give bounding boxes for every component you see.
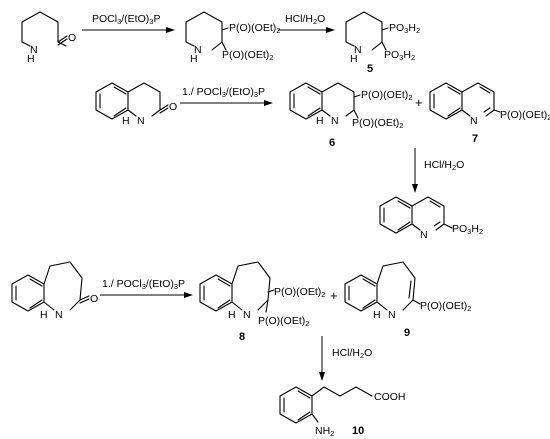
compound-10-structure: NH2 COOH 10 [279, 386, 406, 438]
h-label: H [316, 115, 324, 127]
reagent-2: HCl/H2O [285, 13, 325, 26]
reaction-arrow-2: HCl/H2O [278, 13, 335, 33]
h-label: H [40, 309, 48, 321]
p-oet2-label: P(O)(OEt)2 [229, 22, 280, 35]
po3h2-label: PO3H2 [452, 223, 483, 236]
piperidine-bisphosphonate-structure: N H P(O)(OEt)2 P(O)(OEt)2 [185, 11, 280, 65]
compound-number-10: 10 [352, 425, 364, 437]
compound-number-5: 5 [367, 63, 373, 75]
p-oet2-label: P(O)(OEt)2 [258, 315, 309, 328]
n-label: N [470, 115, 478, 127]
compound-8-structure: N H P(O)(OEt)2 P(O)(OEt)2 8 [199, 261, 325, 343]
h-label: H [190, 53, 198, 65]
o-label: O [90, 293, 98, 305]
n-label: N [420, 229, 428, 241]
dihydroquinolinone-structure: N H O [95, 82, 177, 127]
compound-5-structure: N H PO3H2 PO3H2 5 [345, 11, 420, 75]
reagent-4: HCl/H2O [424, 159, 464, 172]
reaction-arrow-4: HCl/H2O [412, 148, 464, 193]
po3h2-label: PO3H2 [389, 22, 420, 35]
reaction-arrow-5: 1./ POCl3/(EtO)3P [100, 278, 193, 298]
compound-9-structure: N H P(O)(OEt)2 9 [344, 261, 471, 339]
h-label: H [373, 309, 381, 321]
n-label: N [388, 309, 396, 321]
plus-sign: + [330, 288, 338, 303]
nh-label: N [30, 44, 38, 56]
h-label: H [228, 309, 236, 321]
n-label: N [137, 115, 145, 127]
benzazepinone-structure: N H O [11, 261, 98, 321]
p-oet2-label: P(O)(OEt)2 [361, 89, 412, 102]
compound-number-9: 9 [404, 327, 410, 339]
n-label: N [354, 44, 362, 56]
p-oet2-label: P(O)(OEt)2 [222, 49, 273, 62]
plus-sign: + [415, 95, 423, 110]
reaction-arrow-6: HCl/H2O [319, 336, 372, 381]
quinoline-phosphonic-acid-structure: N PO3H2 [379, 196, 483, 241]
h-label: H [350, 53, 358, 65]
piperidinone-structure: N H O [21, 11, 76, 65]
o-label: O [68, 32, 76, 44]
p-oet2-label: P(O)(OEt)2 [420, 300, 471, 313]
h-label: H [122, 115, 130, 127]
compound-number-8: 8 [239, 331, 245, 343]
nh2-label: NH2 [315, 425, 334, 438]
reaction-arrow-3: 1./ POCl3/(EtO)3P [180, 86, 273, 106]
p-oet2-label: P(O)(OEt)2 [274, 286, 325, 299]
compound-number-7: 7 [472, 133, 478, 145]
po3h2-label: PO3H2 [384, 49, 415, 62]
reagent-5: 1./ POCl3/(EtO)3P [102, 278, 185, 291]
n-label: N [243, 309, 251, 321]
n-label: N [331, 115, 339, 127]
compound-number-6: 6 [329, 137, 335, 149]
p-oet2-label: P(O)(OEt)2 [352, 117, 403, 130]
n-label: N [194, 44, 202, 56]
cooh-label: COOH [374, 391, 406, 403]
compound-7-structure: N P(O)(OEt)2 7 [429, 82, 550, 145]
reagent-3: 1./ POCl3/(EtO)3P [182, 86, 265, 99]
reagent-1: POCl3/(EtO)3P [92, 13, 160, 26]
reagent-6: HCl/H2O [332, 347, 372, 360]
n-label: N [55, 309, 63, 321]
o-label: O [169, 101, 177, 113]
h-label: H [27, 53, 35, 65]
reaction-arrow-1: POCl3/(EtO)3P [82, 13, 175, 33]
compound-6-structure: N H P(O)(OEt)2 P(O)(OEt)2 6 [289, 82, 412, 149]
p-oet2-label: P(O)(OEt)2 [500, 109, 550, 122]
